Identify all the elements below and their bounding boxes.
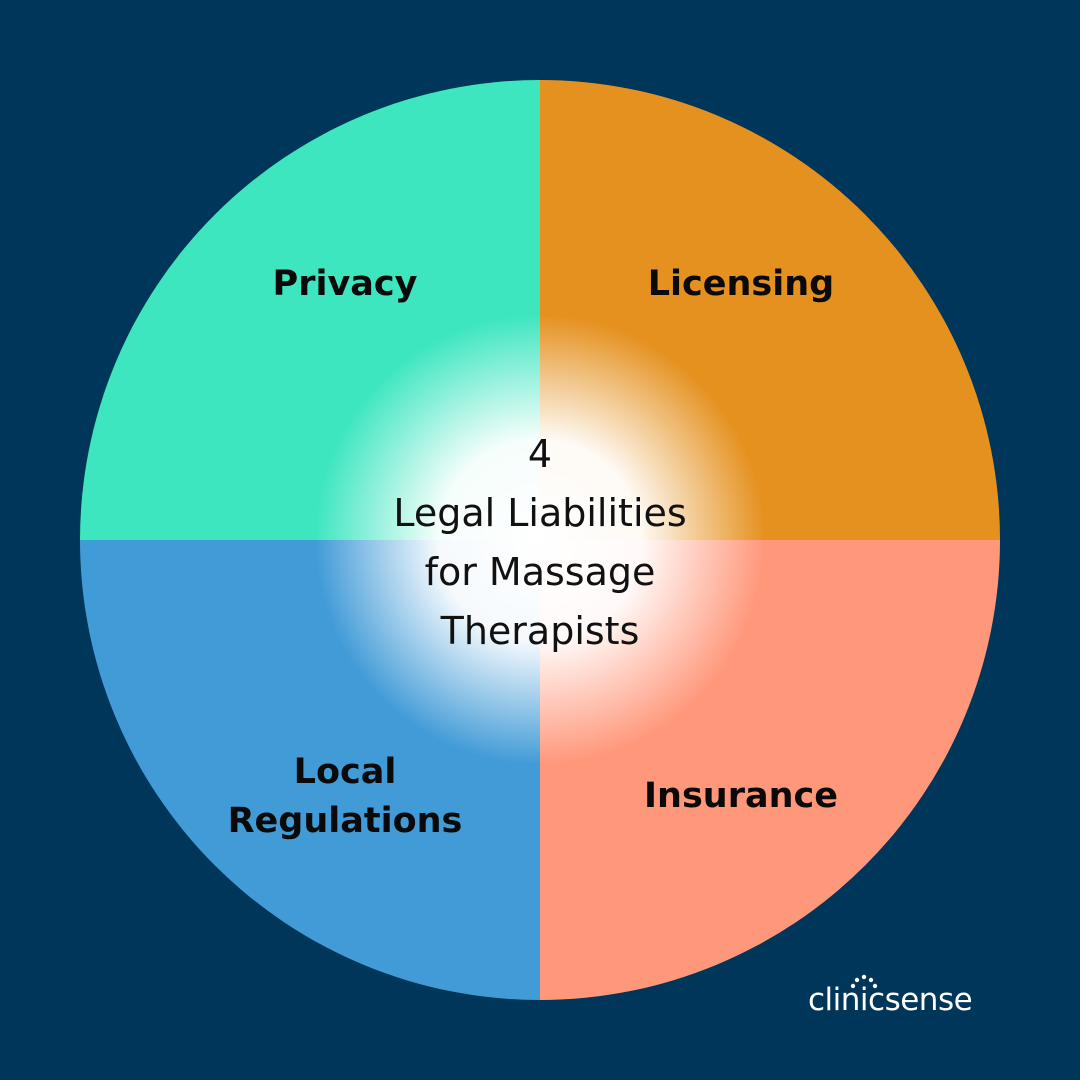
center-line-3: Therapists [440,609,640,653]
label-licensing: Licensing [647,264,835,304]
label-privacy: Privacy [272,264,418,304]
center-number: 4 [527,432,553,476]
center-line-1: Legal Liabilities [393,491,687,535]
dots-arc-icon [850,974,878,989]
brand-logo: clinicsense [790,970,1000,1030]
label-local-regulations: Local Regulations [227,752,463,841]
center-title: 4 Legal Liabilities for Massage Therapis… [340,425,740,661]
center-glow [315,315,765,765]
center-line-2: for Massage [424,550,656,594]
label-insurance: Insurance [644,776,838,816]
brand-name: clinicsense [808,982,973,1018]
